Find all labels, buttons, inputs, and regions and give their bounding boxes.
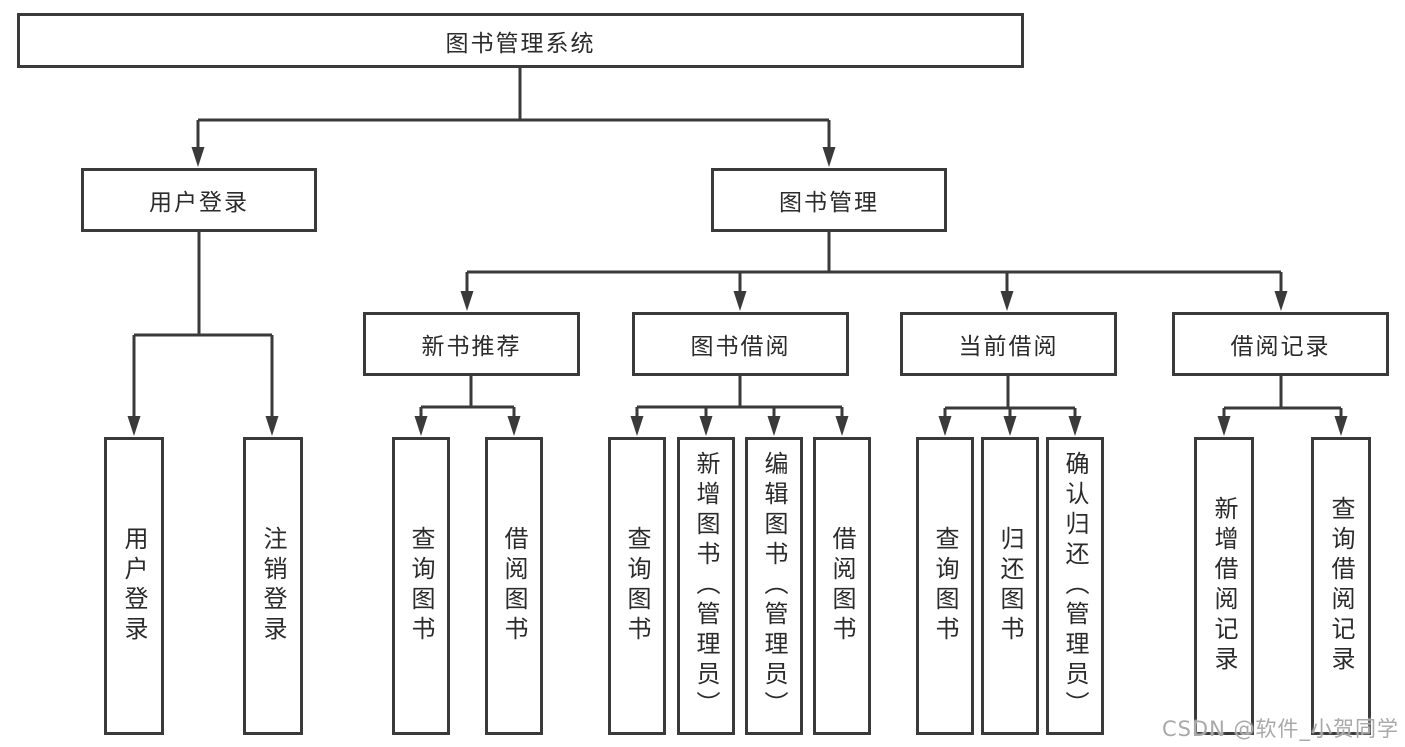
leaf-confirm-return-admin: 确认归还（管理员） [1046,437,1104,735]
leaf-label: 借阅图书 [500,526,528,646]
leaf-user-login: 用户登录 [104,437,164,735]
arrow-down-icon [630,416,644,436]
node-book-borrowing: 图书借阅 [632,312,849,376]
edge-login-to-leaves [127,232,279,436]
arrow-down-icon [1274,291,1288,311]
leaf-query-borrow-record: 查询借阅记录 [1311,437,1371,735]
leaf-query-books-recommend: 查询图书 [392,437,450,735]
leaf-add-borrow-record: 新增借阅记录 [1194,437,1254,735]
arrow-down-icon [1000,291,1014,311]
leaf-label: 编辑图书（管理员） [760,451,788,721]
leaf-query-books-borrow: 查询图书 [608,437,666,735]
node-library-system: 图书管理系统 [17,13,1024,68]
node-label: 图书管理 [779,190,879,216]
node-label: 图书管理系统 [445,30,596,57]
node-label: 新书推荐 [421,334,522,360]
edge-newbook-to-leaves [414,376,521,436]
node-current-borrowing: 当前借阅 [900,312,1117,376]
node-label: 用户登录 [149,190,249,216]
arrow-down-icon [733,291,747,311]
leaf-label: 借阅图书 [828,526,856,646]
leaf-label: 查询借阅记录 [1327,496,1355,676]
leaf-label: 查询图书 [407,526,435,646]
leaf-label: 注销登录 [259,526,287,646]
edge-current-to-leaves [938,376,1082,436]
leaf-label: 查询图书 [931,526,959,646]
leaf-label: 查询图书 [623,526,651,646]
leaf-label: 新增借阅记录 [1210,496,1238,676]
node-borrowing-records: 借阅记录 [1172,312,1389,376]
arrow-down-icon [1068,416,1082,436]
edge-mgmt-to-level3 [460,232,1288,311]
leaf-query-books-current: 查询图书 [916,437,974,735]
arrow-down-icon [265,416,279,436]
node-new-book-recommendation: 新书推荐 [363,312,580,376]
leaf-logout: 注销登录 [243,437,303,735]
arrow-down-icon [507,416,521,436]
node-user-login: 用户登录 [81,168,317,232]
arrow-down-icon [938,416,952,436]
node-book-management: 图书管理 [711,168,947,232]
arrow-down-icon [127,416,141,436]
arrow-down-icon [460,291,474,311]
node-label: 图书借阅 [690,334,791,360]
leaf-edit-books-admin: 编辑图书（管理员） [745,437,803,735]
arrow-down-icon [414,416,428,436]
edge-root-to-level2 [191,68,836,167]
arrow-down-icon [1217,416,1231,436]
arrow-down-icon [699,416,713,436]
csdn-watermark: CSDN @软件_小贺同学 [1161,717,1399,741]
leaf-borrow-books-recommend: 借阅图书 [485,437,543,735]
arrow-down-icon [822,147,836,167]
leaf-borrow-books: 借阅图书 [813,437,871,735]
arrow-down-icon [1334,416,1348,436]
arrow-down-icon [767,416,781,436]
leaf-label: 用户登录 [120,526,148,646]
arrow-down-icon [191,147,205,167]
leaf-add-books-admin: 新增图书（管理员） [677,437,735,735]
node-label: 借阅记录 [1230,334,1331,360]
leaf-label: 归还图书 [996,526,1024,646]
arrow-down-icon [1003,416,1017,436]
leaf-label: 确认归还（管理员） [1061,451,1089,721]
leaf-return-books: 归还图书 [981,437,1039,735]
edge-records-to-leaves [1217,376,1348,436]
arrow-down-icon [835,416,849,436]
leaf-label: 新增图书（管理员） [692,451,720,721]
node-label: 当前借阅 [958,334,1059,360]
edge-borrow-to-leaves [630,376,849,436]
